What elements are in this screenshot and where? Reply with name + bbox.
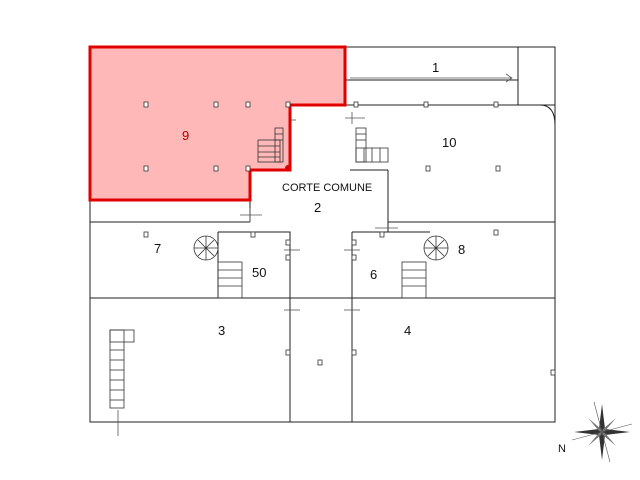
courtyard-label: CORTE COMUNE	[282, 182, 372, 194]
unit-label-7: 7	[154, 241, 161, 256]
unit-label-10: 10	[442, 135, 456, 150]
building-outline	[89, 46, 556, 423]
pillars	[143, 101, 556, 376]
unit-label-6: 6	[370, 267, 377, 282]
unit-9-area[interactable]	[88, 45, 347, 202]
unit-label-1: 1	[432, 60, 439, 75]
stairs	[109, 127, 449, 409]
internal-walls	[90, 169, 555, 422]
unit-labels: 1 9 10 2 7 50 6 8 3 4 CORTE COMUNE	[154, 60, 465, 338]
compass-icon	[571, 401, 633, 463]
compass-north-label: N	[558, 443, 566, 455]
unit-label-9: 9	[182, 128, 189, 143]
unit-label-2: 2	[314, 200, 321, 215]
unit-label-50: 50	[252, 265, 266, 280]
unit-label-4: 4	[404, 323, 411, 338]
unit-label-8: 8	[458, 242, 465, 257]
dimension-arrows	[117, 73, 513, 436]
unit-label-3: 3	[218, 323, 225, 338]
